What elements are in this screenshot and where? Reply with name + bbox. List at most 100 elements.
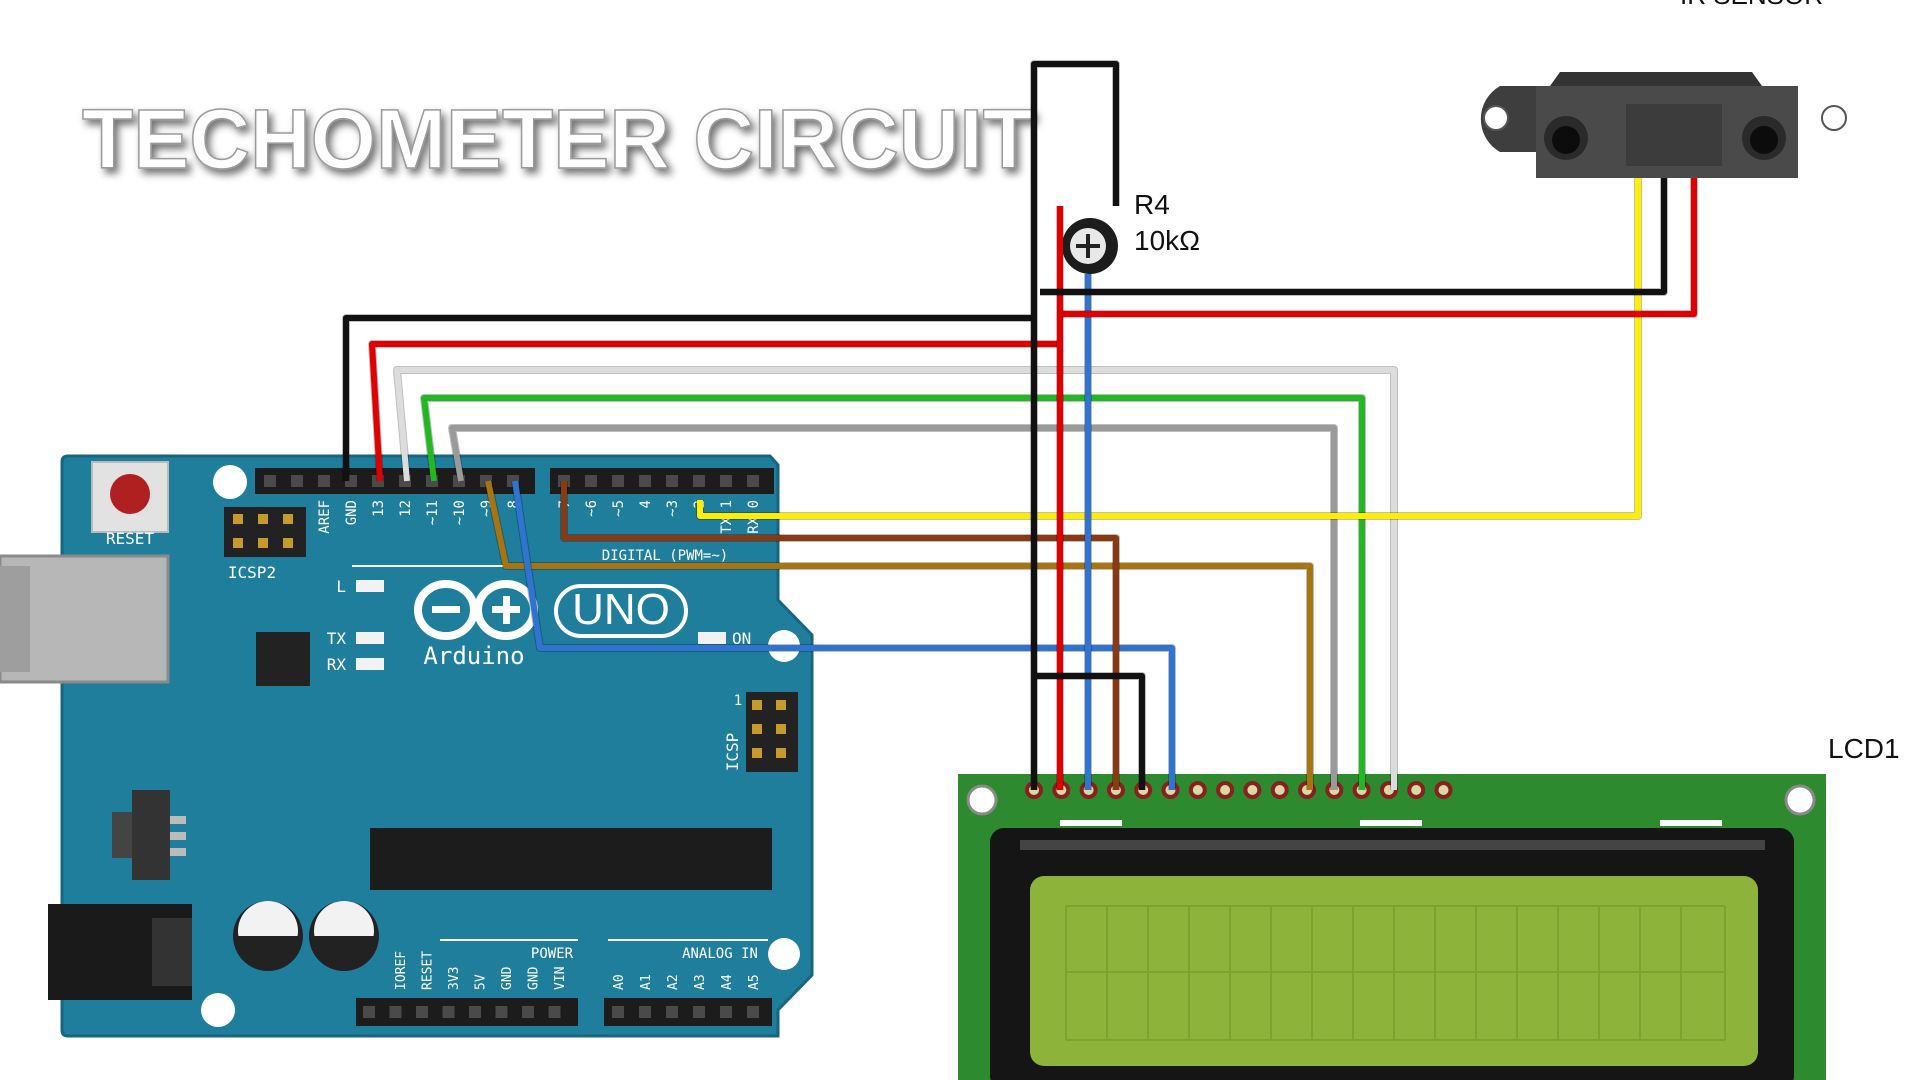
lcd-pin (1407, 781, 1426, 799)
led-tx-label: TX (327, 629, 347, 648)
wire-black-gnd (343, 315, 1037, 481)
digital-header-right (550, 468, 774, 494)
lcd-pin (1270, 781, 1289, 799)
wire-black-lcd-rw (1034, 673, 1145, 790)
icsp2-header (224, 507, 306, 557)
analog-pin (693, 1006, 705, 1018)
power-pin (522, 1006, 534, 1018)
lcd-pin (1216, 781, 1235, 799)
wire-black-sensor-gnd (1040, 178, 1667, 295)
led-on (698, 632, 726, 644)
digital-right-pin-label: ~3 (665, 500, 681, 517)
diagram-title: TECHOMETER CIRCUIT (82, 92, 1034, 186)
digital-right-pin-label: ~5 (611, 500, 627, 517)
power-header (356, 998, 578, 1026)
nc-pin (264, 475, 276, 487)
power-pin (442, 1006, 455, 1018)
digital-left-pin (318, 475, 330, 487)
wire-black-lcd-gnd (1031, 61, 1119, 790)
led-tx (356, 632, 384, 644)
icsp-header (746, 692, 798, 772)
digital-right-pin (747, 475, 759, 487)
lcd-pin (1243, 781, 1262, 799)
analog-pin (612, 1006, 624, 1018)
icsp-pin1-label: 1 (734, 693, 742, 709)
wire-red-13 (369, 341, 1060, 482)
power-pin (548, 1006, 561, 1018)
reset-button-cap (110, 474, 150, 514)
wire-gray-10 (449, 425, 1337, 790)
analog-pin-label: A1 (639, 974, 654, 990)
wire-red-sensor-vcc (1062, 178, 1697, 317)
lcd-mount-hole-left (966, 784, 998, 816)
pot-value-label: 10kΩ (1134, 225, 1200, 256)
lcd-mount-hole-right (1784, 784, 1816, 816)
usb-chip (256, 632, 310, 686)
power-pin-label: RESET (421, 951, 436, 990)
led-l (356, 580, 384, 592)
potentiometer-r4: R4 10kΩ (1062, 189, 1200, 274)
icsp-label: ICSP (723, 733, 742, 772)
power-pin-label: VIN (553, 967, 568, 990)
digital-left-pin-label: GND (344, 500, 360, 525)
power-pin-label: IOREF (394, 951, 409, 990)
led-on-label: ON (732, 629, 751, 648)
analog-pin (639, 1006, 651, 1018)
capacitors (233, 901, 379, 971)
reset-label: RESET (106, 529, 155, 548)
analog-header (604, 998, 772, 1026)
wire-blue-8 (512, 480, 1175, 790)
microcontroller-chip (370, 828, 772, 890)
power-pin (389, 1006, 402, 1018)
board-pcb (60, 454, 814, 1038)
digital-right-pin-label: 4 (638, 500, 654, 508)
power-pin (416, 1006, 428, 1018)
power-pin-label: GND (500, 966, 515, 990)
analog-pin-label: A3 (693, 974, 708, 990)
power-header-label: POWER (531, 946, 574, 962)
wire-green-11 (421, 395, 1365, 790)
lcd-character-grid (1065, 905, 1726, 1041)
analog-header-label: ANALOG IN (682, 946, 758, 962)
wires (342, 60, 1698, 790)
digital-right-pin (693, 475, 705, 487)
lcd-module: LCD1 (958, 733, 1900, 1080)
digital-left-pin-label: ~11 (425, 500, 441, 525)
led-l-label: L (336, 577, 346, 596)
analog-pin (747, 1006, 759, 1018)
digital-right-pin (720, 475, 732, 487)
analog-pin-label: A4 (720, 974, 735, 990)
ir-sensor-label: IR SENSOR (1680, 0, 1823, 10)
arduino-uno-board: RESET ICSP2 (0, 454, 814, 1038)
led-rx-label: RX (327, 655, 347, 674)
wire-white-12 (394, 367, 1397, 790)
wire-tan-9 (485, 480, 1313, 790)
lcd-pin (1188, 781, 1207, 799)
wire-yellow-2 (697, 178, 1641, 519)
digital-right-pin-label: ~6 (584, 500, 600, 517)
digital-left-pin-label: AREF (317, 500, 333, 534)
ir-sensor: IR SENSOR (1480, 0, 1847, 178)
digital-right-pin (666, 475, 678, 487)
digital-left-pin-label: ~10 (452, 500, 468, 525)
digital-right-pin (585, 475, 597, 487)
analog-pin (666, 1006, 678, 1018)
arduino-logo (414, 580, 688, 640)
digital-header-label: DIGITAL (PWM=~) (602, 548, 728, 564)
analog-pin-label: A0 (612, 974, 627, 990)
digital-right-pin (612, 475, 624, 487)
digital-left-pin-label: 12 (398, 500, 414, 517)
power-pin (363, 1006, 375, 1018)
wire-brown-7 (561, 481, 1119, 790)
pot-ref-label: R4 (1134, 189, 1170, 220)
model-label: UNO (572, 585, 670, 634)
analog-pin (720, 1006, 732, 1018)
led-rx (356, 658, 384, 670)
power-pin-label: 3V3 (447, 967, 462, 990)
digital-right-pin (639, 475, 651, 487)
power-pin-label: 5V (474, 974, 489, 990)
analog-pin-label: A5 (747, 974, 762, 990)
brand-label: Arduino (423, 642, 524, 670)
digital-left-pin-label: 13 (371, 500, 387, 517)
